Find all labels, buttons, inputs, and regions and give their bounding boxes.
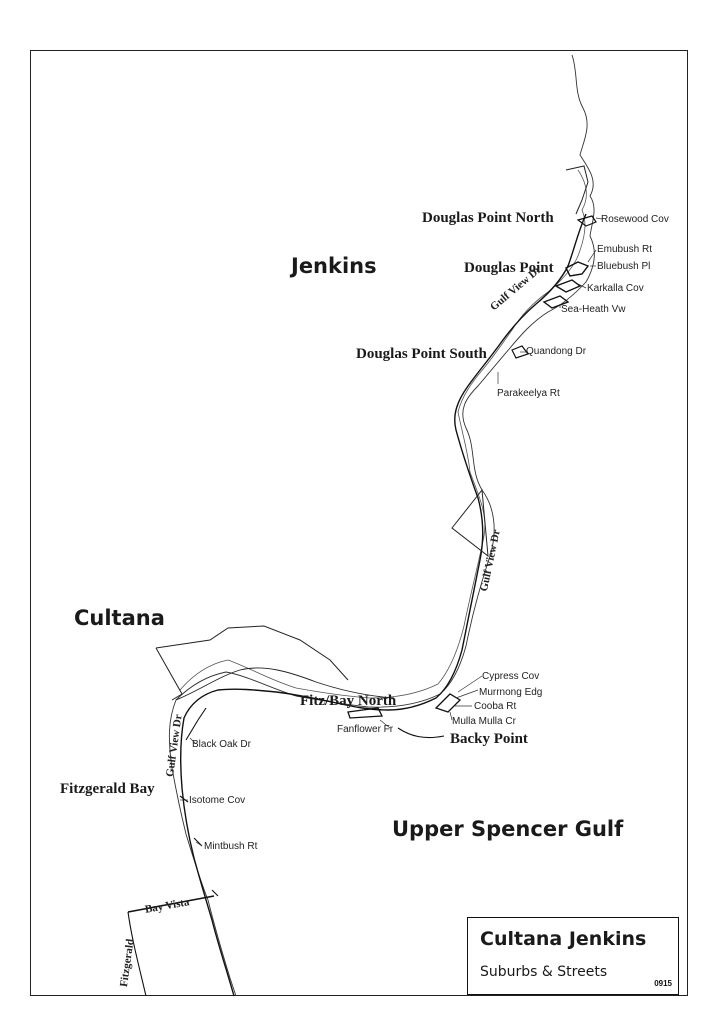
street-label-cooba-rt: Cooba Rt xyxy=(474,701,517,712)
legend-box: Cultana Jenkins Suburbs & Streets 0915 xyxy=(467,917,679,995)
street-label-mulla-mulla-cr: Mulla Mulla Cr xyxy=(452,716,516,727)
street-label-isotome-cov: Isotome Cov xyxy=(189,795,246,806)
label-upper-spencer-gulf: Upper Spencer Gulf xyxy=(392,817,624,841)
street-label-karkalla-cov: Karkalla Cov xyxy=(587,283,644,294)
street-label-parakeelya-rt: Parakeelya Rt xyxy=(497,388,560,399)
street-label-bluebush-pl: Bluebush Pl xyxy=(597,261,651,272)
suburb-label-jenkins: Jenkins xyxy=(291,254,377,278)
street-label-mintbush-rt: Mintbush Rt xyxy=(204,841,258,852)
jenkins-boundary xyxy=(565,165,589,215)
backy-point-streets xyxy=(397,727,445,739)
bay-vista-road xyxy=(127,895,215,913)
jenkins-notch xyxy=(451,488,489,558)
map-frame xyxy=(30,50,688,996)
cultana-boundary-2 xyxy=(175,667,395,701)
coastline-inner xyxy=(179,169,587,699)
locality-douglas-point: Douglas Point xyxy=(464,260,554,276)
locality-fitz-bay-north: Fitz/Bay North xyxy=(300,693,397,709)
street-label-sea-heath-vw: Sea-Heath Vw xyxy=(561,304,626,315)
legend-code: 0915 xyxy=(654,979,672,988)
legend-title: Cultana Jenkins xyxy=(480,928,647,950)
street-label-rosewood-cov: Rosewood Cov xyxy=(601,214,669,225)
douglas-point-streets xyxy=(542,261,590,309)
leader-lines xyxy=(180,217,603,847)
street-label-emubush-rt: Emubush Rt xyxy=(597,244,653,255)
suburb-label-cultana: Cultana xyxy=(74,606,165,630)
fitzgerald-road xyxy=(127,911,147,997)
cultana-boundary xyxy=(155,625,349,701)
street-label-quandong-dr: Quandong Dr xyxy=(526,346,587,357)
coastline xyxy=(168,54,595,997)
legend-subtitle: Suburbs & Streets xyxy=(480,964,608,980)
fitzgerald-bay-streets xyxy=(179,707,219,897)
street-label-cypress-cov: Cypress Cov xyxy=(482,671,540,682)
locality-douglas-point-north: Douglas Point North xyxy=(422,210,554,226)
gulf-view-dr-road xyxy=(179,213,587,997)
street-label-fanflower-fr: Fanflower Fr xyxy=(337,724,394,735)
locality-backy-point: Backy Point xyxy=(450,731,528,747)
douglas-point-south-streets xyxy=(511,345,529,359)
street-label-black-oak-dr: Black Oak Dr xyxy=(192,739,251,750)
fitz-bay-north-streets xyxy=(347,693,462,719)
douglas-point-north-streets xyxy=(576,215,597,227)
locality-fitzgerald-bay: Fitzgerald Bay xyxy=(60,781,155,797)
street-label-murrnong-edg: Murrnong Edg xyxy=(479,687,543,698)
locality-douglas-point-south: Douglas Point South xyxy=(356,346,487,362)
